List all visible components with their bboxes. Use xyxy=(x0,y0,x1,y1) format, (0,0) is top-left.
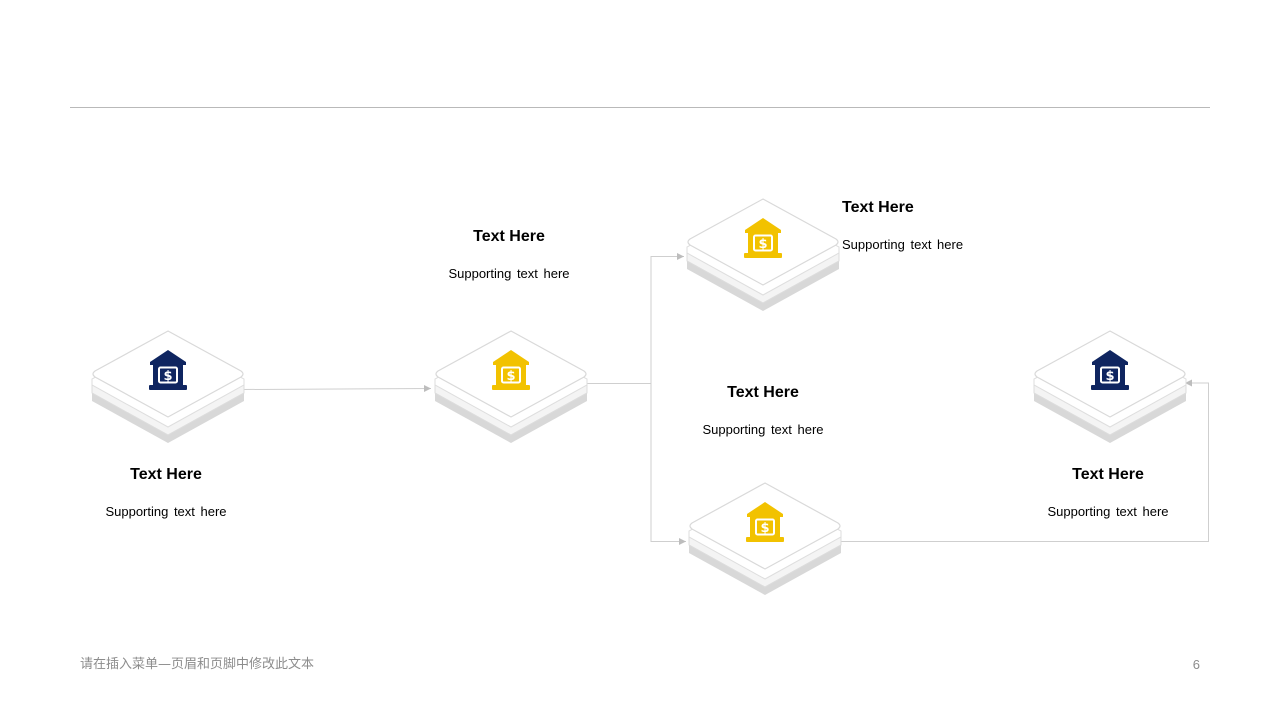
node-1-subtitle: Supporting text here xyxy=(105,504,227,519)
diagram-node-2-text: Text Here Supporting text here xyxy=(399,227,619,282)
diagram-node-3-text: Text Here Supporting text here xyxy=(842,198,1042,253)
svg-text:$: $ xyxy=(760,521,769,536)
diagram-node-4-text: Text Here Supporting text here xyxy=(653,383,873,438)
diagram-node-3-tile: $ xyxy=(683,197,843,317)
connector-4-to-5 xyxy=(838,379,1209,542)
svg-text:$: $ xyxy=(506,369,515,384)
connector-1-to-2 xyxy=(242,385,432,393)
svg-text:$: $ xyxy=(758,237,767,252)
diagram-node-1-text: Text Here Supporting text here xyxy=(56,465,276,520)
connector-2-to-3 xyxy=(586,253,684,384)
node-1-title: Text Here xyxy=(130,466,202,483)
bank-icon: $ xyxy=(1090,349,1130,391)
diagram-node-1-tile: $ xyxy=(88,329,248,449)
node-3-subtitle: Supporting text here xyxy=(842,237,964,252)
footer-text: 请在插入菜单—页眉和页脚中修改此文本 xyxy=(80,657,315,672)
diagram-node-2-tile: $ xyxy=(431,329,591,449)
bank-icon: $ xyxy=(745,501,785,543)
node-4-title: Text Here xyxy=(727,384,799,401)
header-divider xyxy=(70,107,1210,108)
node-5-title: Text Here xyxy=(1072,466,1144,483)
diagram-node-5-text: Text Here Supporting text here xyxy=(998,465,1218,520)
page-number: 6 xyxy=(1192,657,1200,672)
node-4-subtitle: Supporting text here xyxy=(702,422,824,437)
bank-icon: $ xyxy=(743,217,783,259)
bank-icon: $ xyxy=(491,349,531,391)
node-5-subtitle: Supporting text here xyxy=(1047,504,1169,519)
connector-2-to-4 xyxy=(650,383,686,545)
diagram-node-5-tile: $ xyxy=(1030,329,1190,449)
svg-text:$: $ xyxy=(163,369,172,384)
node-2-title: Text Here xyxy=(473,228,545,245)
bank-icon: $ xyxy=(148,349,188,391)
svg-text:$: $ xyxy=(1105,369,1114,384)
diagram-node-4-tile: $ xyxy=(685,481,845,601)
node-3-title: Text Here xyxy=(842,199,914,216)
node-2-subtitle: Supporting text here xyxy=(448,266,570,281)
